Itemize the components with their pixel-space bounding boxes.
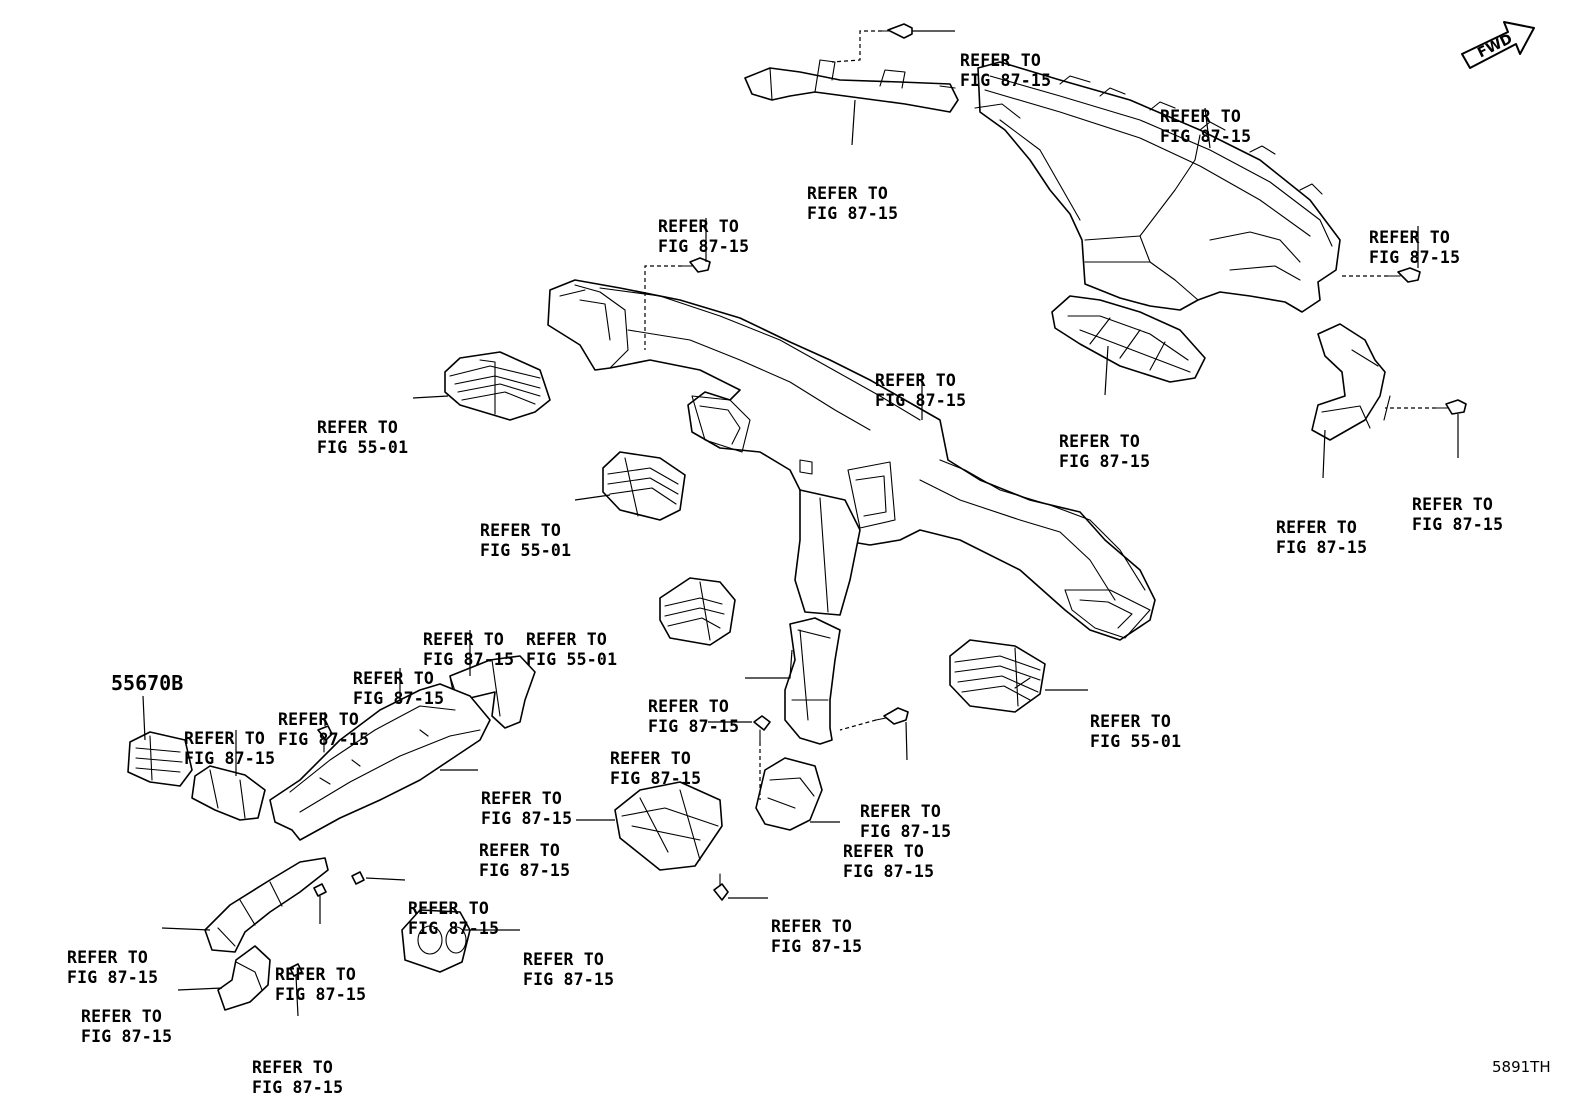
screw-icon	[1387, 267, 1421, 283]
screw-icon	[317, 725, 333, 753]
fwd-label: FWD	[1475, 31, 1515, 61]
fwd-arrow-icon: FWD	[1461, 21, 1535, 69]
register-part-55670b	[127, 731, 193, 787]
lower-left-elbow	[217, 945, 271, 1011]
right-side-duct	[1311, 323, 1391, 441]
register-center-small	[659, 577, 736, 646]
screw-icon	[753, 715, 771, 743]
screw-icon	[875, 707, 909, 725]
defroster-grille	[1051, 295, 1206, 383]
left-duct-long	[269, 683, 491, 841]
lower-left-duct	[204, 857, 329, 953]
screw-icon	[681, 257, 711, 273]
register-right	[949, 639, 1046, 713]
center-console-duct	[784, 617, 841, 745]
diagram-code: 5891TH	[1492, 1058, 1551, 1076]
screw-icon	[289, 963, 303, 977]
center-lower-bracket	[755, 757, 823, 831]
center-lower-register	[614, 781, 723, 871]
part-number-label: 55670B	[111, 671, 184, 695]
register-center	[602, 451, 686, 521]
twin-round-vent	[401, 909, 471, 973]
center-lower-duct	[794, 489, 861, 616]
upper-duct	[744, 59, 959, 113]
register-left-duct-adapter	[191, 765, 266, 821]
screw-icon	[881, 23, 913, 39]
screw-icon	[713, 873, 729, 901]
main-center-duct	[547, 279, 1156, 641]
screw-icon	[313, 883, 327, 897]
screw-icon	[351, 871, 365, 885]
register-left-upper	[444, 351, 551, 421]
screw-icon	[1435, 399, 1467, 415]
defroster-duct-assembly	[974, 61, 1341, 313]
